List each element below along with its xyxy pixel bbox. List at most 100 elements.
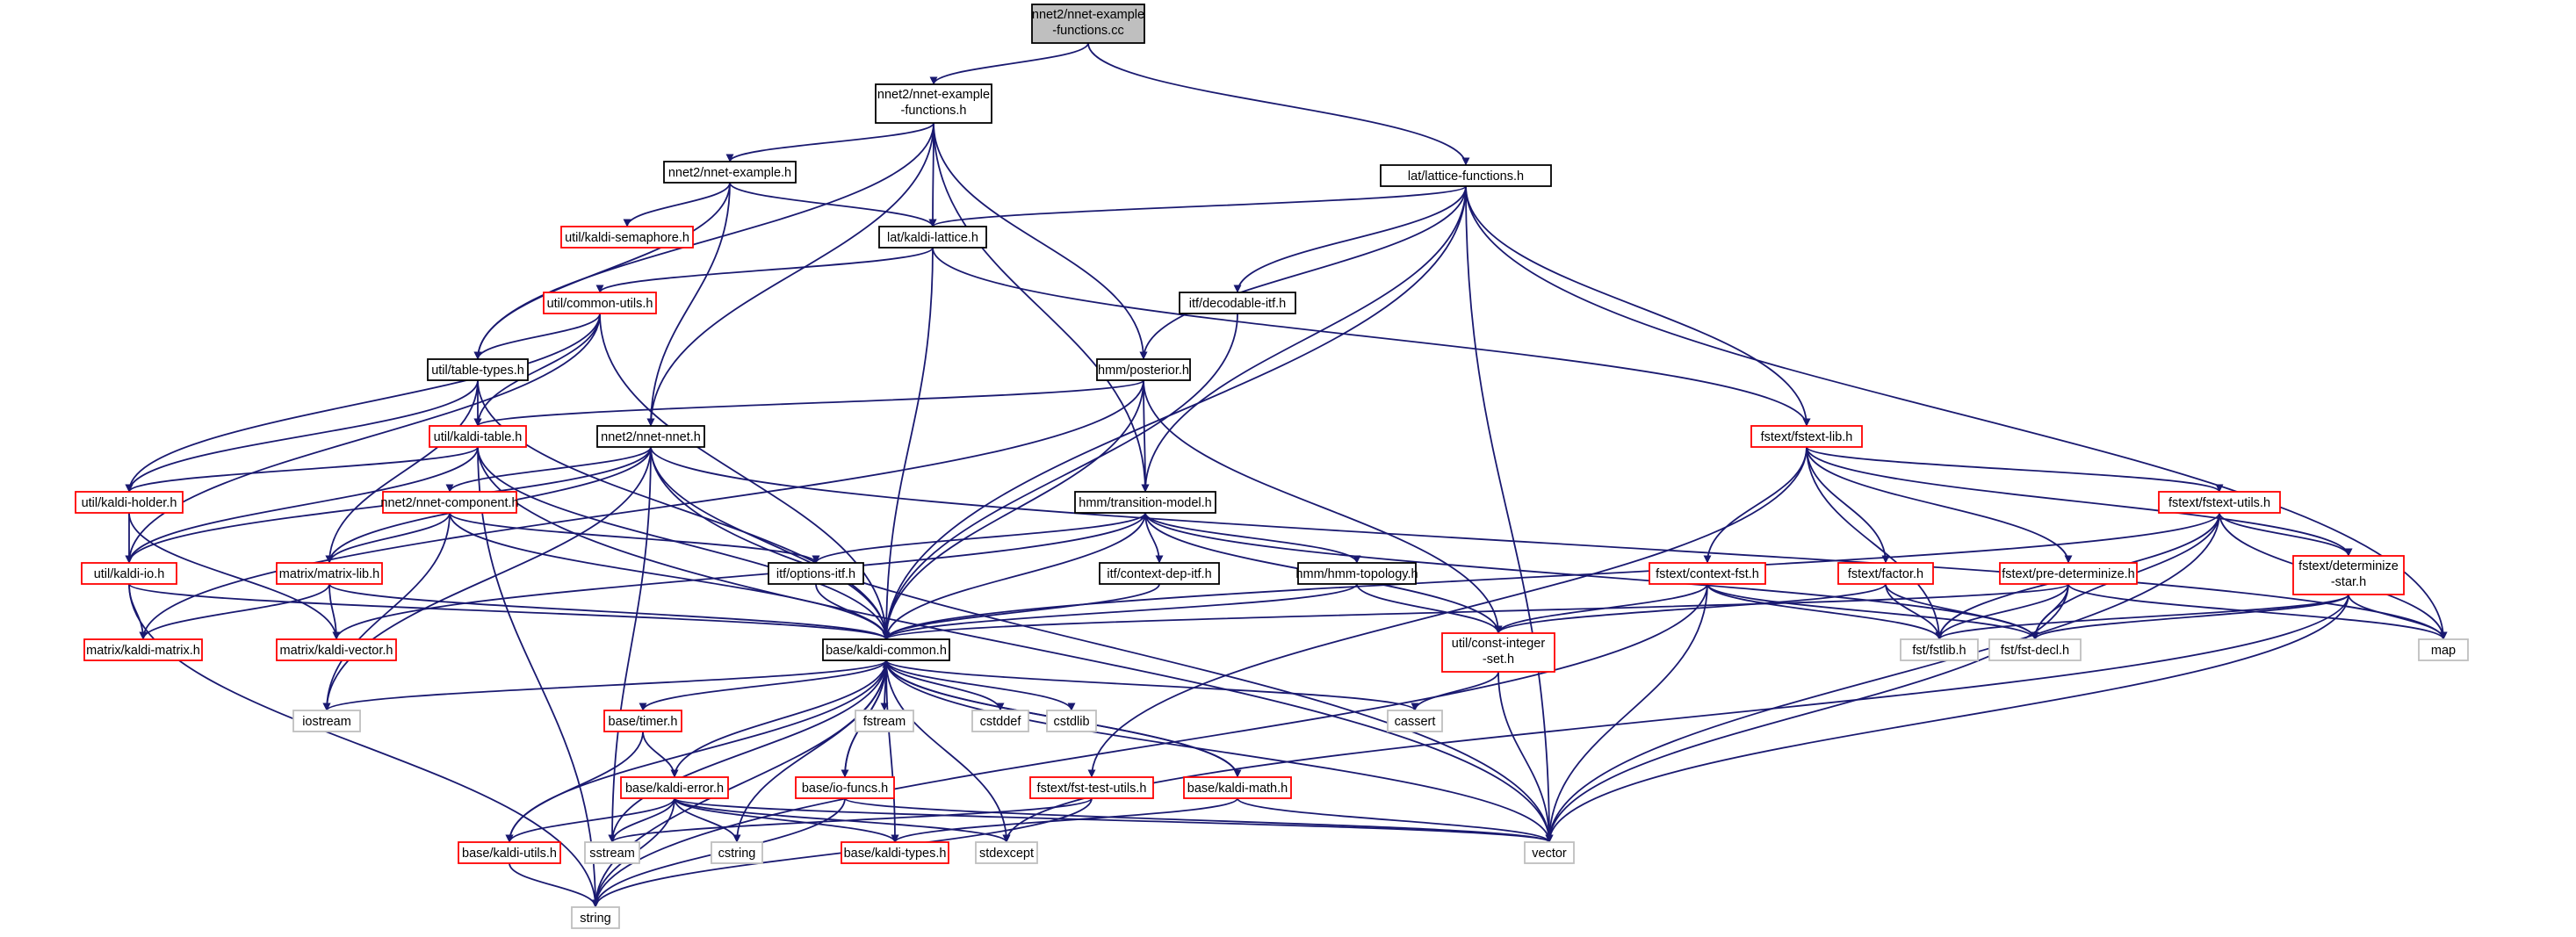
node-label: matrix/kaldi-vector.h [280,644,393,658]
node-posterior[interactable]: hmm/posterior.h [1096,358,1191,381]
edge-determinize_star-to-vector [1545,594,2349,843]
node-label: util/kaldi-semaphore.h [565,231,689,245]
node-kaldi-lattice[interactable]: lat/kaldi-lattice.h [878,226,987,249]
node-hmm-topology[interactable]: hmm/hmm-topology.h [1295,562,1418,585]
node-string[interactable]: string [571,906,620,929]
node-cstddef[interactable]: cstddef [971,710,1029,732]
edge-transition_model-to-options_itf [812,512,1146,564]
node-cassert[interactable]: cassert [1387,710,1443,732]
node-box [276,562,383,585]
node-label: fstext/factor.h [1848,567,1923,581]
edge-context_fst-to-fst_decl [1707,583,2039,640]
node-box [875,83,992,124]
edge-kaldi_common-to-timer [639,660,887,711]
edge-nef_h-to-nnet_example [725,122,934,162]
node-box [663,161,797,184]
node-options-itf[interactable]: itf/options-itf.h [768,562,864,585]
node-label: stdexcept [979,847,1034,861]
node-box [975,841,1038,864]
node-timer[interactable]: base/timer.h [603,710,682,732]
edge-fstext_utils-to-kaldi_common [882,512,2220,640]
edge-kaldi_lattice-to-fstext_lib [932,247,1811,427]
node-label: util/const-integer [1452,637,1546,651]
node-determinize-star[interactable]: fstext/determinize-star.h [2292,555,2405,595]
node-label: fstext/fstext-utils.h [2168,496,2270,510]
node-fstext-utils[interactable]: fstext/fstext-utils.h [2158,491,2281,514]
node-transition-model[interactable]: hmm/transition-model.h [1074,491,1216,514]
node-nnet-component[interactable]: nnet2/nnet-component.h [380,491,519,514]
node-kaldi-semaphore[interactable]: util/kaldi-semaphore.h [560,226,694,249]
node-pre-determinize[interactable]: fstext/pre-determinize.h [1999,562,2138,585]
edge-nnet_nnet-to-nnet_component [445,446,652,493]
node-iostream[interactable]: iostream [292,710,361,732]
node-box [1387,710,1443,732]
node-fstlib[interactable]: fst/fstlib.h [1900,638,1979,661]
edge-table_types-to-matrix_lib [325,379,479,564]
edge-transition_model-to-kaldi_common [882,512,1146,640]
node-box [427,358,529,381]
node-label: -set.h [1483,652,1514,667]
node-cstring[interactable]: cstring [711,841,763,864]
node-context-fst[interactable]: fstext/context-fst.h [1649,562,1766,585]
node-box [2292,555,2405,595]
node-label: nnet2/nnet-example [1032,8,1144,22]
node-label: base/kaldi-utils.h [462,847,557,861]
node-decodable-itf[interactable]: itf/decodable-itf.h [1179,292,1296,314]
node-vector[interactable]: vector [1524,841,1575,864]
edge-determinize_star-to-fstlib [1935,594,2349,640]
node-kaldi-types[interactable]: base/kaldi-types.h [841,841,949,864]
edge-posterior-to-kaldi_common [882,379,1144,640]
node-fst-decl[interactable]: fst/fst-decl.h [1988,638,2082,661]
node-box [83,638,203,661]
node-nnet-nnet[interactable]: nnet2/nnet-nnet.h [596,425,705,448]
node-fstext-lib[interactable]: fstext/fstext-lib.h [1750,425,1863,448]
node-kaldi-holder[interactable]: util/kaldi-holder.h [75,491,184,514]
node-context-dep-itf[interactable]: itf/context-dep-itf.h [1099,562,1220,585]
node-box [1380,164,1552,187]
edge-kaldi_common-to-iostream [322,660,887,711]
node-kaldi-io[interactable]: util/kaldi-io.h [81,562,177,585]
edge-pre_determinize-to-fstlib [1935,583,2069,640]
node-kaldi-error[interactable]: base/kaldi-error.h [620,776,729,799]
node-kaldi-vector[interactable]: matrix/kaldi-vector.h [276,638,397,661]
edge-kaldi_common-to-cstdlib [885,660,1076,711]
edge-decodable_itf-to-kaldi_common [882,313,1238,640]
edge-nnet_nnet-to-kaldi_common [650,446,891,640]
node-fstream[interactable]: fstream [855,710,914,732]
edge-determinize_star-to-fst_decl [2031,594,2349,640]
node-root[interactable]: nnet2/nnet-example-functions.cc [1031,4,1145,44]
edge-kaldi_table-to-kaldi_common [477,446,891,640]
node-map[interactable]: map [2418,638,2469,661]
edge-const_integer_set-to-vector [1497,671,1554,843]
node-io-funcs[interactable]: base/io-funcs.h [795,776,895,799]
edge-kaldi_common-to-cstddef [885,660,1005,711]
node-lattice-functions[interactable]: lat/lattice-functions.h [1380,164,1552,187]
edge-common_utils-to-kaldi_common [599,313,891,640]
node-common-utils[interactable]: util/common-utils.h [543,292,657,314]
node-sstream[interactable]: sstream [584,841,640,864]
node-matrix-lib[interactable]: matrix/matrix-lib.h [276,562,383,585]
node-nef-h[interactable]: nnet2/nnet-example-functions.h [875,83,992,124]
node-const-integer-set[interactable]: util/const-integer-set.h [1441,632,1555,673]
node-box [584,841,640,864]
node-label: itf/context-dep-itf.h [1107,567,1211,581]
node-kaldi-table[interactable]: util/kaldi-table.h [429,425,527,448]
node-stdexcept[interactable]: stdexcept [975,841,1038,864]
edge-posterior-to-kaldi_matrix [139,379,1144,640]
node-box [1999,562,2138,585]
edge-kaldi_table-to-string [477,446,600,908]
edge-kaldi_common-to-cassert [885,660,1419,711]
node-kaldi-matrix[interactable]: matrix/kaldi-matrix.h [83,638,203,661]
node-box [620,776,729,799]
node-nnet-example[interactable]: nnet2/nnet-example.h [663,161,797,184]
node-table-types[interactable]: util/table-types.h [427,358,529,381]
node-cstdlib[interactable]: cstdlib [1046,710,1097,732]
edge-context_fst-to-vector [1545,583,1708,843]
node-kaldi-utils[interactable]: base/kaldi-utils.h [458,841,561,864]
edge-nef_h-to-nnet_nnet [646,122,934,427]
node-kaldi-math[interactable]: base/kaldi-math.h [1183,776,1292,799]
node-factor[interactable]: fstext/factor.h [1837,562,1934,585]
node-fst-test-utils[interactable]: fstext/fst-test-utils.h [1029,776,1154,799]
node-kaldi-common[interactable]: base/kaldi-common.h [822,638,950,661]
